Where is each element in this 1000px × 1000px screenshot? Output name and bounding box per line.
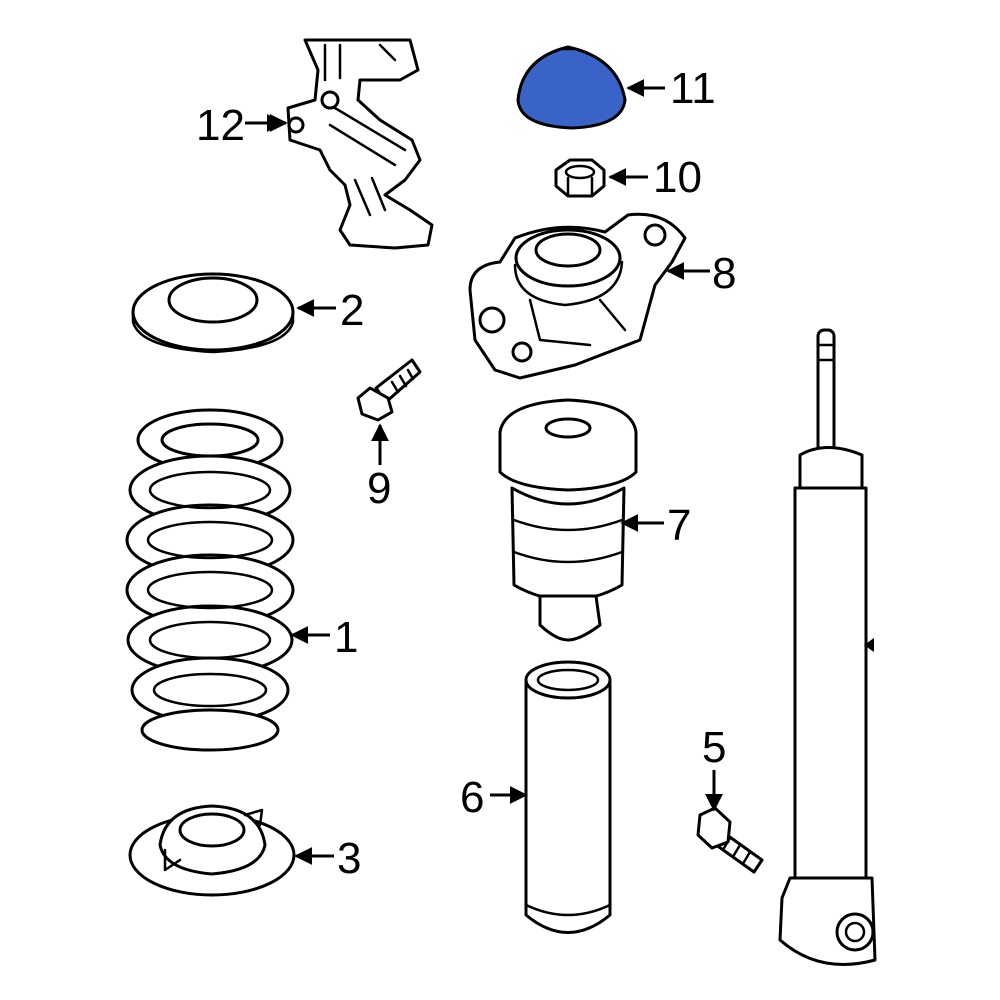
part-12-bracket[interactable] [286,38,434,250]
part-10-nut[interactable] [554,158,606,198]
callout-5: 5 [702,723,726,772]
callout-7: 7 [667,501,691,550]
callout-2: 2 [340,286,364,335]
part-8-strut-mount[interactable] [468,212,687,380]
callout-1: 1 [334,613,358,662]
cap-highlight [516,45,627,130]
part-7-bump-stop[interactable] [498,398,638,642]
part-3-lower-spring-seat[interactable] [128,804,296,897]
part-1-coil-spring[interactable] [125,408,295,752]
callout-6: 6 [460,773,484,822]
callout-11: 11 [670,64,716,113]
part-6-dust-boot[interactable] [524,660,612,934]
callout-8: 8 [712,249,736,298]
callout-12: 12 [196,101,245,150]
leader-lines [245,79,723,865]
part-4-arrow [864,638,874,652]
callout-10: 10 [653,153,702,202]
callout-3: 3 [337,834,361,883]
part-9-bolt[interactable] [356,358,422,422]
callout-labels: 12 11 10 8 2 9 7 1 5 6 3 [196,64,736,883]
part-4-shock-absorber[interactable] [778,328,877,966]
callout-9: 9 [367,464,391,513]
part-5-bolt[interactable] [696,806,764,874]
part-2-spring-seat[interactable] [131,272,295,354]
part-11-cap[interactable] [516,45,627,130]
